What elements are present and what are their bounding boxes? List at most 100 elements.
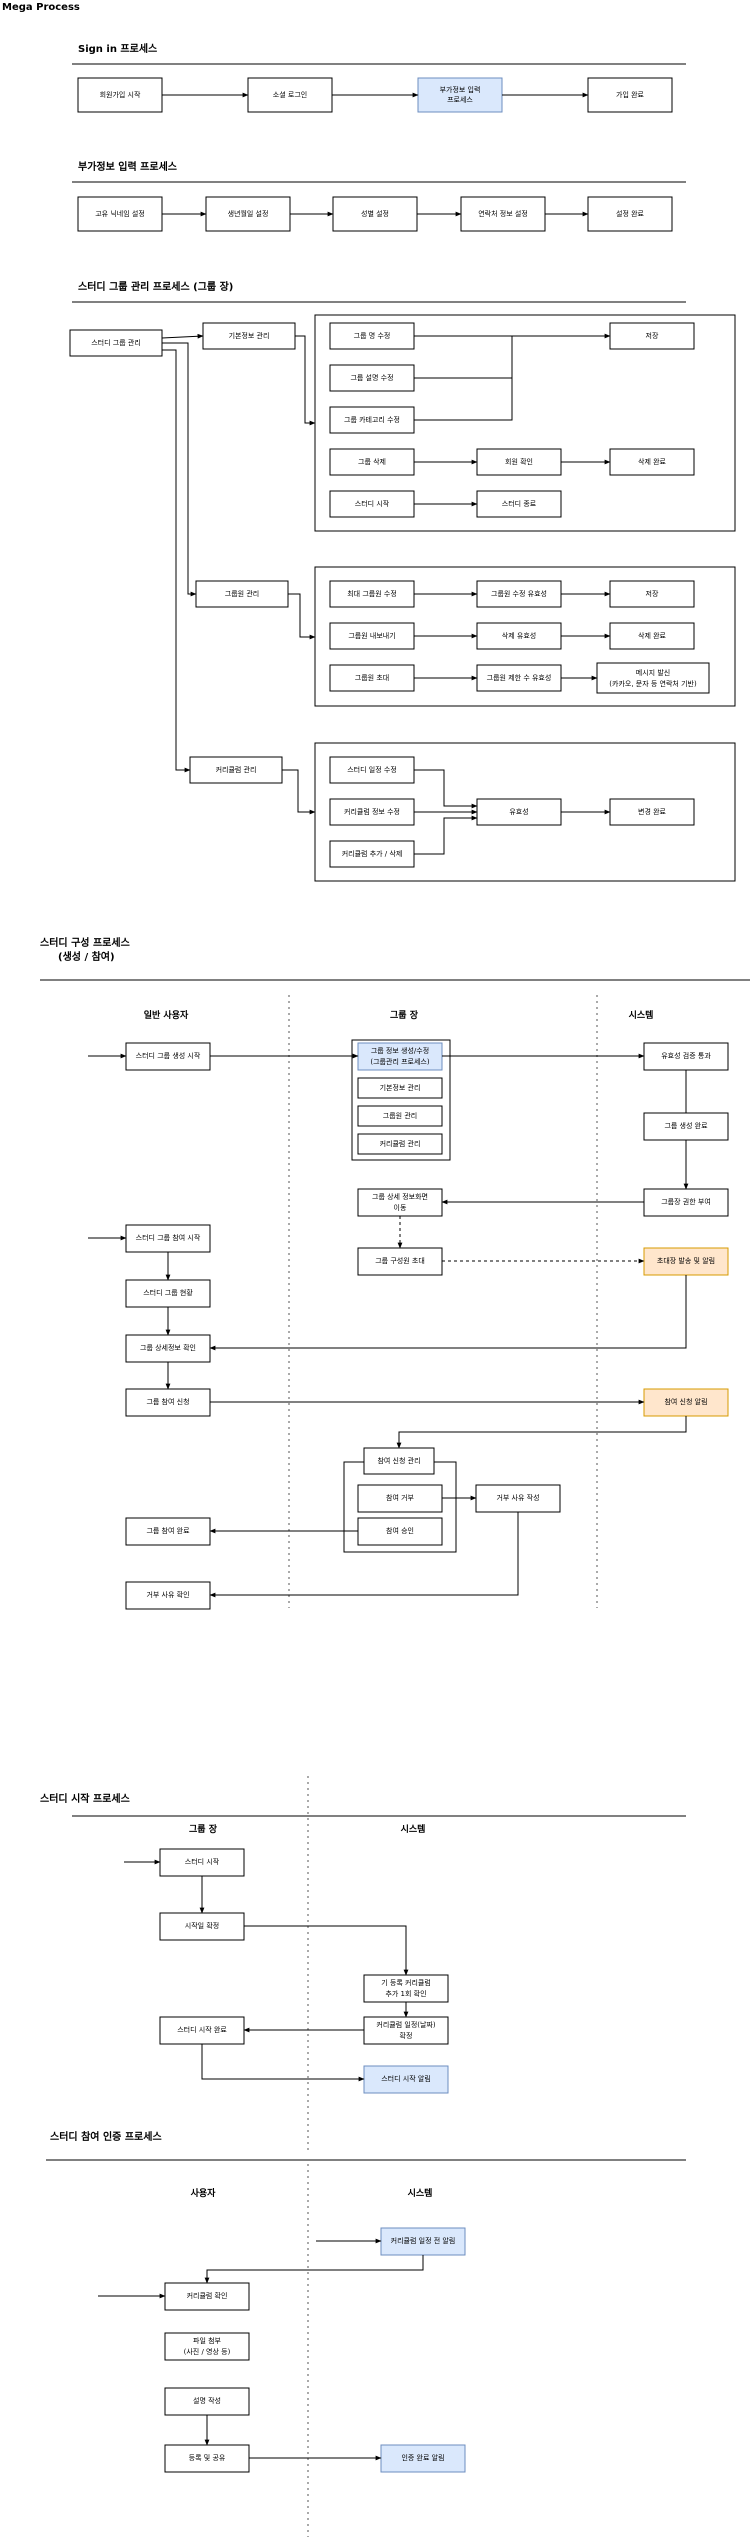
node-label: 거부 사유 확인	[146, 1590, 189, 1599]
node-label: 참여 승인	[386, 1526, 414, 1535]
node-label: 그룹원 관리	[383, 1111, 417, 1120]
node-curriculum-add-delete	[329, 840, 415, 868]
node-label: 고유 닉네임 설정	[95, 209, 145, 218]
node-curriculum-done	[609, 798, 695, 826]
node-label: 삭제 완료	[638, 457, 667, 466]
lane-leader: 그룹 장	[390, 1009, 419, 1021]
node-cert-done-notify	[380, 2444, 466, 2473]
node-label: 추가 1회 확인	[385, 1989, 426, 1998]
node-start-notify	[363, 2065, 449, 2094]
node-label: 커리큘럼 정보 수정	[344, 807, 400, 816]
node-label: 커리큘럼 추가 / 삭제	[342, 849, 403, 858]
node-label: 그룹 구성원 초대	[375, 1256, 425, 1265]
lane-user: 일반 사용자	[144, 1009, 189, 1021]
node-curriculum-mgmt	[189, 756, 283, 784]
group-edges	[161, 333, 611, 855]
node-label: (그룹관리 프로세스)	[370, 1057, 429, 1066]
node-label: 그룹원 수정 유효성	[491, 589, 547, 598]
node-kick-done	[609, 622, 695, 650]
group-info-frame	[351, 1039, 451, 1161]
node-label: 초대장 발송 및 알림	[657, 1256, 715, 1265]
node-group-status	[125, 1279, 211, 1308]
node-invite-member	[329, 664, 415, 692]
node-label: 스터디 시작 알림	[381, 2074, 431, 2083]
node-label: 기본정보 관리	[229, 331, 270, 340]
node-label: 생년월일 설정	[228, 209, 269, 218]
lane-system-2: 시스템	[401, 1823, 426, 1835]
node-group-created	[643, 1112, 729, 1141]
node-label: 그룹 명 수정	[354, 331, 391, 340]
node-schedule-edit	[329, 756, 415, 784]
node-group-root	[69, 329, 163, 357]
node-label: 그룹원 제한 수 유효성	[487, 673, 552, 682]
edge	[162, 349, 191, 773]
edge	[204, 2255, 424, 2284]
section-title-cert: 스터디 참여 인증 프로세스	[50, 2130, 162, 2143]
cert-edges	[98, 2238, 424, 2461]
node-group-detail	[125, 1334, 211, 1363]
section-title-compose: 스터디 구성 프로세스	[40, 936, 130, 949]
node-label: (카카오, 문자 등 연락처 기반)	[609, 679, 697, 688]
node-label: 삭제 완료	[638, 631, 667, 640]
node-label: 그룹 참여 완료	[146, 1526, 190, 1535]
node-label: 설정 완료	[616, 209, 645, 218]
node-label: 등록 및 공유	[189, 2454, 226, 2462]
node-group-delete	[329, 448, 415, 476]
node-label: 부가정보 입력	[440, 85, 481, 94]
edge	[396, 1416, 687, 1449]
node-send-message	[596, 662, 710, 694]
node-label: 그룹 참여 신청	[146, 1397, 189, 1406]
node-delete-done	[609, 448, 695, 476]
node-curriculum-valid	[476, 798, 562, 826]
node-attach-file	[164, 2332, 250, 2361]
node-basic-save	[609, 322, 695, 350]
node-start-study	[159, 1848, 245, 1877]
node-label: 거부 사유 작성	[496, 1493, 539, 1502]
section-subtitle-compose: (생성 / 참여)	[58, 950, 115, 963]
extra-nodes: 고유 닉네임 설정 생년월일 설정 성별 설정 연락처 정보 설정 설정 완료	[77, 196, 673, 232]
node-label: 성별 설정	[361, 209, 389, 218]
node-fix-start-date	[159, 1912, 245, 1941]
node-label: 커리큘럼 일정(날짜)	[376, 2020, 435, 2029]
node-label: 그룹 상세정보 확인	[140, 1343, 196, 1352]
node-label: 스터디 시작	[355, 499, 390, 508]
node-extra-info-process	[417, 77, 503, 113]
node-label: 그룹 상세 정보화면	[372, 1192, 428, 1201]
node-study-end	[476, 490, 562, 518]
node-max-members	[329, 580, 415, 608]
node-label: 그룹 정보 생성/수정	[371, 1046, 429, 1055]
lane-user-3: 사용자	[191, 2187, 217, 2199]
node-label: 설명 작성	[193, 2396, 221, 2405]
node-label: 기본정보 관리	[380, 1083, 421, 1092]
node-label: 저장	[646, 331, 659, 340]
node-label: 회원 확인	[505, 457, 533, 466]
edge	[295, 335, 316, 426]
lane-system: 시스템	[629, 1009, 654, 1021]
node-grant-leader	[643, 1188, 729, 1217]
node-label: 참여 신청 알림	[664, 1397, 707, 1406]
section-title-signin: Sign in 프로세스	[78, 42, 157, 55]
section-title-group: 스터디 그룹 관리 프로세스 (그룹 장)	[78, 280, 233, 293]
node-label: 커리큘럼 일정 전 알림	[391, 2236, 456, 2245]
node-label: 이동	[394, 1203, 407, 1212]
node-label: 소셜 로그인	[273, 90, 307, 99]
edge	[288, 593, 316, 640]
node-group-info-edit	[357, 1042, 443, 1071]
node-label: 유효성 검증 통과	[661, 1051, 711, 1060]
node-label: 확정	[400, 2031, 413, 2040]
node-label: 스터디 일정 수정	[347, 765, 397, 774]
node-label: 인증 완료 알림	[401, 2453, 444, 2462]
node-start-done	[159, 2016, 245, 2045]
node-label: 스터디 그룹 참여 시작	[136, 1233, 201, 1242]
node-nickname	[77, 196, 163, 232]
node-label: 저장	[646, 589, 659, 598]
node-apply-mgmt	[363, 1447, 435, 1475]
node-curriculum-reminder	[380, 2227, 466, 2256]
node-label: 그룹원 관리	[225, 589, 259, 598]
edge	[414, 815, 478, 855]
node-birthdate	[205, 196, 291, 232]
node-label: 변경 완료	[638, 807, 667, 816]
edge	[201, 2044, 365, 2082]
edge	[414, 769, 478, 809]
